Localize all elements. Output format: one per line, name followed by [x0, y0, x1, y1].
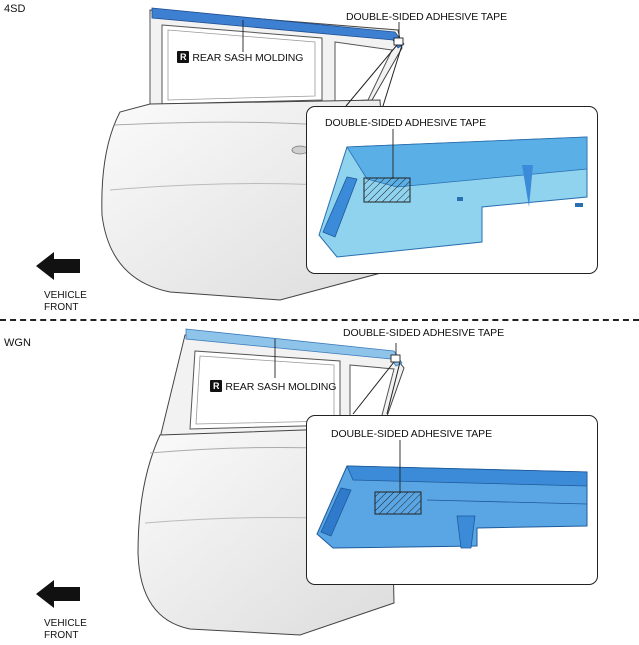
direction-label: VEHICLE FRONT: [44, 618, 87, 642]
tape-label: DOUBLE-SIDED ADHESIVE TAPE: [343, 327, 504, 339]
panel-divider: [0, 319, 639, 321]
detail-tape-label: DOUBLE-SIDED ADHESIVE TAPE: [331, 428, 492, 440]
part-label-text: REAR SASH MOLDING: [225, 381, 337, 393]
detail-tape-label: DOUBLE-SIDED ADHESIVE TAPE: [325, 117, 486, 129]
panel-4sd: 4SD DOUBLE-SIDED ADHESIVE TAPE: [0, 0, 639, 318]
variant-label: 4SD: [4, 3, 26, 15]
vehicle-front-arrow: [36, 580, 80, 608]
tape-hatch: [374, 491, 422, 515]
detail-inset: DOUBLE-SIDED ADHESIVE TAPE: [306, 415, 598, 585]
direction-line-2: FRONT: [44, 302, 79, 313]
rear-sash-molding: [185, 328, 403, 367]
part-label-text: REAR SASH MOLDING: [192, 52, 304, 64]
rear-sash-molding: [151, 7, 405, 49]
part-badge: R: [177, 51, 190, 63]
direction-line-2: FRONT: [44, 630, 79, 641]
direction-line-1: VEHICLE: [44, 618, 87, 629]
part-badge: R: [210, 380, 223, 392]
variant-label: WGN: [4, 337, 31, 349]
vehicle-front-arrow: [36, 252, 80, 280]
detail-illustration: [318, 129, 588, 258]
tape-hatch: [363, 177, 411, 203]
detail-illustration: [316, 440, 588, 549]
tape-label: DOUBLE-SIDED ADHESIVE TAPE: [346, 11, 507, 23]
direction-label: VEHICLE FRONT: [44, 290, 87, 314]
direction-line-1: VEHICLE: [44, 290, 87, 301]
detail-inset: DOUBLE-SIDED ADHESIVE TAPE: [306, 106, 598, 274]
